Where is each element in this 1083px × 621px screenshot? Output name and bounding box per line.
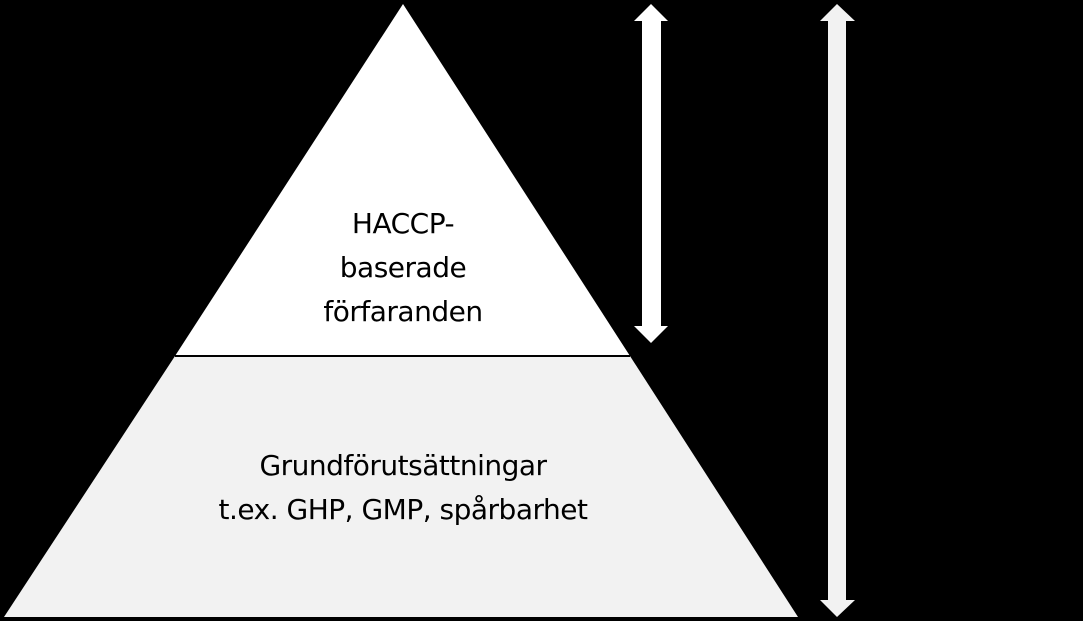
double-arrow-icon <box>820 4 855 617</box>
top-label-line: baserade <box>339 251 467 284</box>
top-level-label: HACCP- baserade förfaranden <box>253 202 553 334</box>
bottom-level-label: Grundförutsättningar t.ex. GHP, GMP, spå… <box>153 444 653 532</box>
bottom-label-line: Grundförutsättningar <box>259 449 547 482</box>
bottom-label-line: t.ex. GHP, GMP, spårbarhet <box>218 493 588 526</box>
top-label-line: förfaranden <box>323 295 483 328</box>
pyramid-bottom-level <box>4 356 798 617</box>
top-label-line: HACCP- <box>351 207 455 240</box>
double-arrow-icon <box>634 4 668 343</box>
pyramid-top-level <box>175 4 630 356</box>
